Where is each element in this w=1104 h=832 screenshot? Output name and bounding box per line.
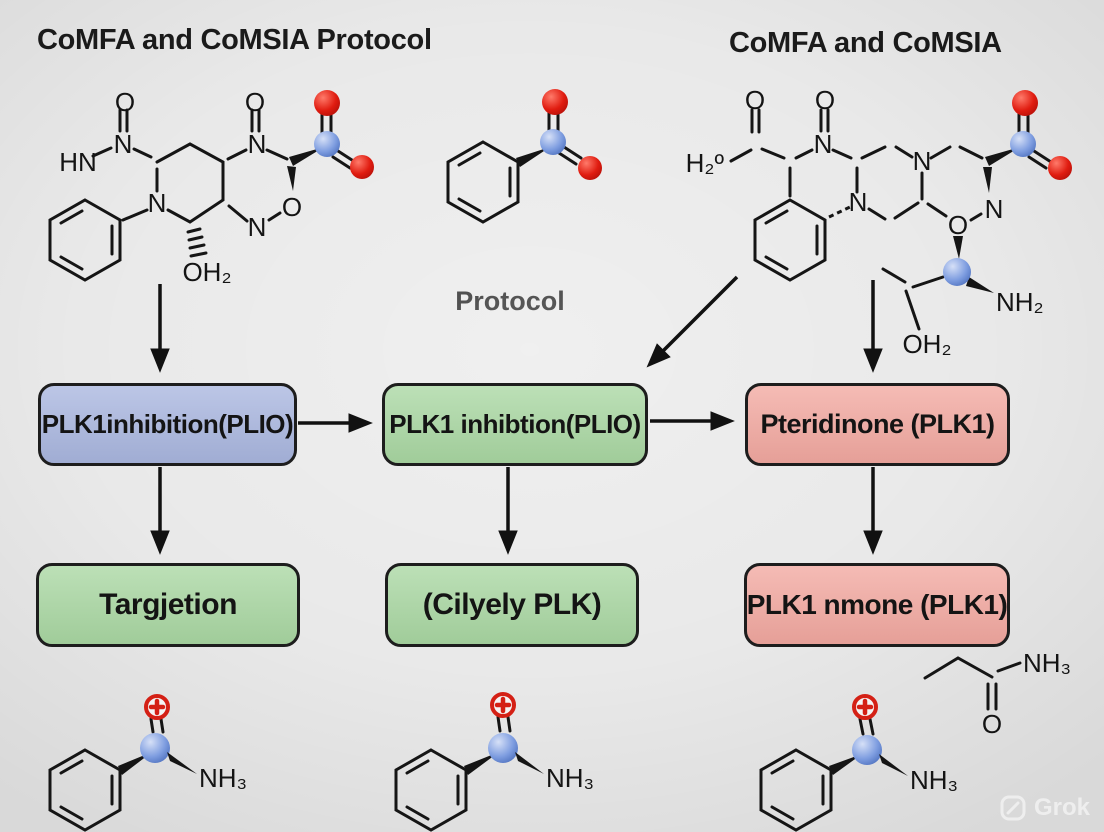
grok-logo-icon [1000, 795, 1026, 821]
flow-box-label: (Cilyely PLK) [422, 588, 602, 621]
arrow-diagonal [646, 275, 739, 368]
title-left: CoMFA and CoMSIA Protocol [37, 24, 432, 56]
atom-label: N [985, 194, 1004, 224]
benzene-ring [759, 748, 833, 832]
atom-label: OH₂ [902, 329, 951, 359]
benzene-ring [48, 748, 122, 832]
molecule-bottom-right: NH₃ [759, 694, 958, 832]
wedge-bond [287, 166, 296, 191]
atom-ball-red [1048, 156, 1072, 180]
atom-label: NH₃ [1023, 648, 1071, 678]
grok-watermark-label: Grok [1033, 794, 1090, 821]
hashed-wedge-bond [186, 227, 208, 258]
wedge-bond [966, 277, 994, 293]
atom-ball-red [1012, 90, 1038, 116]
atom-label: O [745, 85, 765, 115]
atom-label: H₂º [686, 148, 725, 178]
atom-ball-blue [314, 131, 340, 157]
atom-label: O [982, 709, 1002, 739]
benzene-ring [753, 198, 827, 282]
flow-arrows [150, 275, 883, 555]
flow-box-plk1-inhibition-green: PLK1 inhibtion(PLIO) [382, 383, 648, 466]
flow-box-cilyely-plk: (Cilyely PLK) [385, 563, 639, 647]
wedge-bond [118, 752, 152, 775]
atom-ball-red [542, 89, 568, 115]
flow-box-label: PLK1inhibition(PLIO) [41, 409, 294, 439]
molecule-top-right: H₂º O O N N N N O NH₂ OH₂ [686, 85, 1072, 359]
atom-ball-blue [540, 129, 566, 155]
atom-label: OH₂ [182, 257, 231, 287]
atom-label: N [849, 187, 868, 217]
atom-ball-blue [852, 735, 882, 765]
red-cross-icon [856, 698, 874, 716]
red-cross-icon [148, 698, 166, 716]
atom-ball-blue [943, 258, 971, 286]
atom-label: O [815, 85, 835, 115]
atom-ball-red [314, 90, 340, 116]
atom-label: O [282, 192, 302, 222]
atom-ball-blue [488, 733, 518, 763]
wedge-bond [985, 147, 1020, 166]
wedge-bond [879, 754, 908, 776]
benzene-ring [446, 140, 520, 224]
wedge-bond [464, 752, 499, 775]
atom-ball-blue [1010, 131, 1036, 157]
atom-label: N [913, 146, 932, 176]
molecule-top-middle [446, 89, 602, 224]
atom-ball-red [578, 156, 602, 180]
title-right: CoMFA and CoMSIA [729, 27, 1002, 59]
flow-box-label: Pteridinone (PLK1) [760, 409, 995, 439]
wedge-bond [515, 752, 544, 774]
benzene-ring [48, 198, 122, 282]
atom-label: HN [59, 147, 97, 177]
atom-label: N [148, 188, 167, 218]
atom-label: O [245, 87, 265, 117]
flow-box-plk1-nmone: PLK1 nmone (PLK1) [744, 563, 1010, 647]
wedge-bond [516, 147, 550, 167]
molecule-top-left: O N HN O N N OH₂ N O [48, 87, 374, 287]
flow-box-label: PLK1 inhibtion(PLIO) [389, 409, 641, 439]
wedge-bond [953, 236, 963, 259]
atom-label: O [948, 210, 968, 240]
atom-label: NH₂ [996, 287, 1044, 317]
molecule-bottom-middle: NH₃ [394, 692, 594, 832]
atom-ball-red [350, 155, 374, 179]
flow-box-label: Targjetion [99, 588, 237, 621]
flow-box-pteridinone: Pteridinone (PLK1) [745, 383, 1010, 466]
atom-label: NH₃ [910, 765, 958, 795]
molecule-bottom-left: NH₃ [48, 694, 247, 832]
atom-label: N [114, 129, 133, 159]
wedge-bond [167, 752, 197, 774]
dashed-stereo-bond [828, 205, 851, 219]
benzene-ring [394, 748, 468, 832]
molecule-amide: O NH₃ [923, 648, 1071, 739]
atom-label: NH₃ [199, 763, 247, 793]
flow-box-targjetion: Targjetion [36, 563, 300, 647]
label-protocol: Protocol [455, 286, 565, 316]
red-cross-icon [494, 696, 512, 714]
atom-ball-blue [140, 733, 170, 763]
atom-label: N [248, 129, 267, 159]
wedge-bond [829, 754, 862, 775]
flow-box-label: PLK1 nmone (PLK1) [746, 589, 1008, 620]
flow-box-plk1-inhibition-blue: PLK1inhibition(PLIO) [38, 383, 297, 466]
atom-label: NH₃ [546, 763, 594, 793]
atom-label: N [814, 129, 833, 159]
atom-label: O [115, 87, 135, 117]
grok-watermark: Grok [1000, 794, 1090, 822]
wedge-bond [983, 167, 992, 193]
atom-label: N [248, 212, 267, 242]
wedge-bond [289, 147, 324, 166]
